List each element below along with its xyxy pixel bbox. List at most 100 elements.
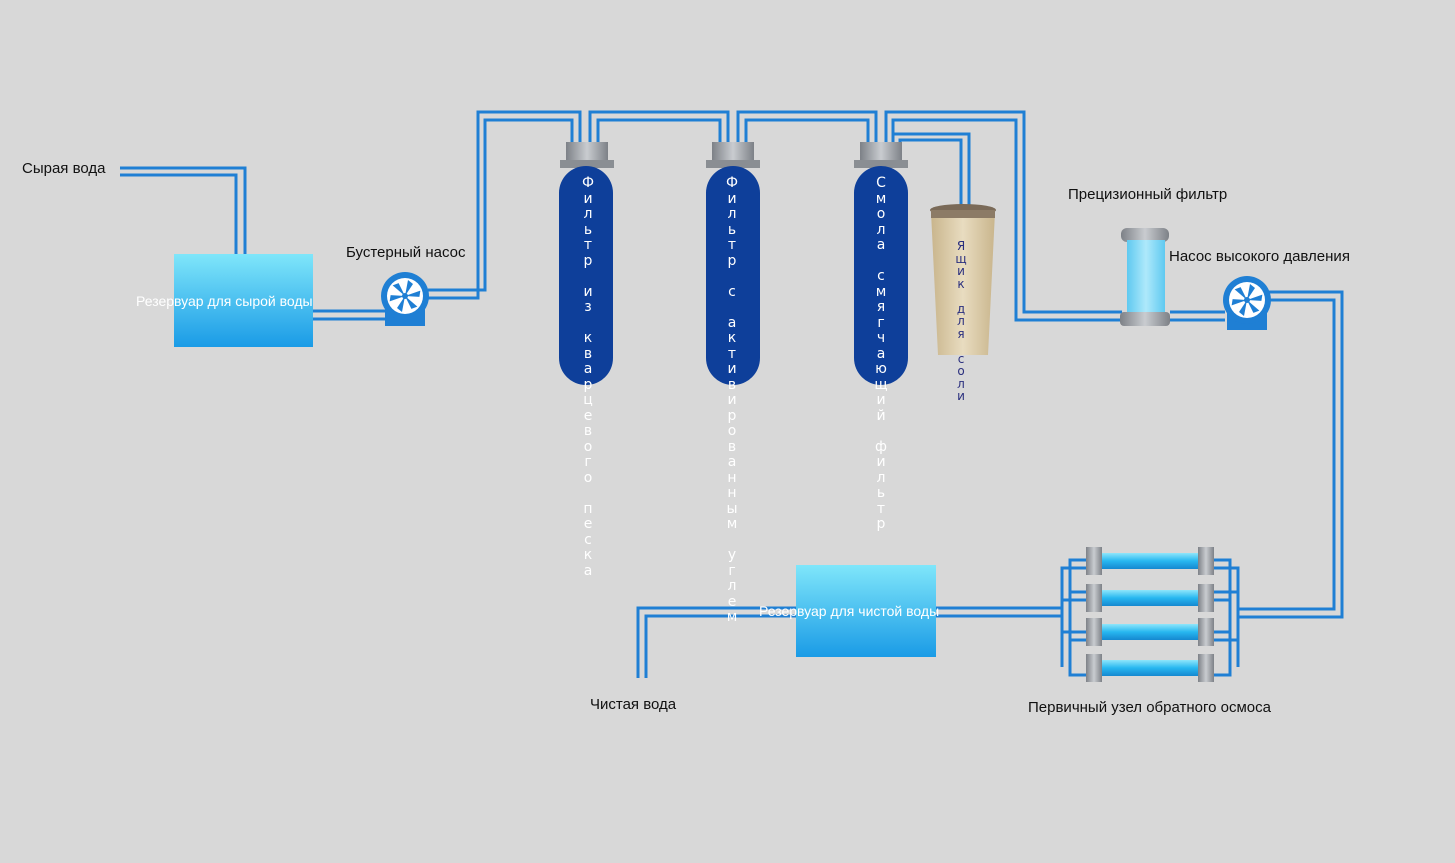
- vertical-label-char: и: [727, 392, 737, 408]
- ro-unit-label: Первичный узел обратного осмоса: [1028, 699, 1271, 716]
- vertical-label-char: м: [726, 516, 738, 532]
- vertical-label-char: в: [727, 376, 737, 393]
- vertical-label-char: Ф: [581, 175, 595, 191]
- ro-membrane-unit: [1086, 547, 1214, 682]
- vertical-label-char: л: [876, 221, 886, 238]
- vertical-label-char: о: [583, 469, 593, 486]
- vertical-label-char: ц: [583, 392, 593, 408]
- vertical-label-char: т: [727, 345, 737, 362]
- raw-tank-label: Резервуар для сырой воды: [136, 293, 313, 309]
- vertical-label-char: ф: [875, 438, 887, 455]
- vertical-label-char: а: [876, 345, 886, 362]
- vertical-label-char: л: [957, 376, 965, 391]
- vertical-label-char: с: [584, 531, 592, 548]
- booster-pump-label: Бустерный насос: [346, 244, 466, 261]
- vertical-label-char: [578, 486, 598, 502]
- vertical-label-char: [953, 340, 969, 353]
- vertical-label-char: т: [727, 237, 737, 253]
- vertical-label-char: а: [876, 237, 886, 253]
- vertical-label-char: о: [583, 438, 593, 455]
- clean-water-tank: [796, 565, 936, 657]
- vertical-label-char: [722, 269, 742, 285]
- vertical-label-char: и: [727, 361, 737, 377]
- filter-quartz-vessel: [559, 142, 614, 385]
- raw-water-label: Сырая вода: [22, 160, 106, 177]
- vertical-label-char: с: [877, 268, 885, 284]
- vertical-label-char: я: [876, 299, 886, 315]
- vertical-label-char: й: [876, 407, 886, 424]
- vertical-label-char: п: [583, 500, 593, 517]
- clean-water-label: Чистая вода: [590, 696, 677, 713]
- vertical-label-char: к: [727, 330, 737, 346]
- vertical-label-char: г: [877, 314, 885, 331]
- vertical-label-char: [871, 254, 891, 270]
- vertical-label-char: и: [876, 392, 886, 408]
- vertical-label-char: а: [583, 562, 593, 579]
- vertical-label-char: [578, 269, 598, 285]
- vertical-label-char: и: [957, 389, 965, 403]
- ro-membrane-tube: [1086, 547, 1214, 575]
- vertical-label-char: в: [727, 438, 737, 455]
- vertical-label-char: м: [875, 283, 887, 300]
- vertical-label-char: а: [727, 314, 737, 331]
- precision-filter-label: Прецизионный фильтр: [1068, 186, 1228, 203]
- vertical-label-char: и: [583, 283, 593, 300]
- vertical-label-char: а: [583, 361, 593, 377]
- vertical-label-char: т: [876, 500, 886, 517]
- ro-membrane-tube: [1086, 584, 1214, 612]
- vertical-label-char: [722, 533, 742, 549]
- salt-box: [930, 204, 996, 355]
- vertical-label-char: и: [876, 454, 886, 470]
- vertical-label-char: м: [726, 609, 738, 625]
- vertical-label-char: к: [583, 330, 593, 346]
- hp-pump-label: Насос высокого давления: [1169, 248, 1350, 265]
- booster-pump-icon: [381, 272, 429, 326]
- vertical-label-char: и: [727, 190, 737, 207]
- vertical-label-char: д: [956, 301, 966, 316]
- vertical-label-char: Ф: [725, 175, 739, 191]
- vertical-label-char: ы: [726, 500, 738, 517]
- vertical-label-char: р: [583, 252, 593, 269]
- vertical-label-char: л: [876, 469, 886, 486]
- vertical-label-char: з: [584, 299, 592, 315]
- vertical-label-char: Я: [956, 239, 966, 253]
- vertical-label-char: г: [728, 562, 736, 579]
- vertical-label-char: [578, 316, 598, 332]
- precision-filter: [1120, 228, 1170, 326]
- vertical-label-char: ь: [727, 221, 737, 238]
- vertical-label-char: [953, 290, 969, 303]
- vertical-label-char: м: [875, 190, 887, 207]
- hp-pump-icon: [1223, 276, 1271, 330]
- raw-water-tank: [174, 254, 313, 347]
- vertical-label-char: т: [583, 237, 593, 253]
- vertical-label-char: р: [727, 407, 737, 424]
- clean-tank-label: Резервуар для чистой воды: [759, 603, 940, 619]
- vertical-label-char: л: [583, 206, 593, 222]
- vertical-label-char: о: [876, 206, 886, 222]
- vertical-label-char: е: [583, 407, 593, 424]
- vertical-label-char: и: [583, 190, 593, 207]
- vertical-label-char: С: [876, 175, 886, 191]
- vertical-label-char: г: [584, 454, 592, 470]
- vertical-label-char: н: [727, 469, 737, 486]
- vertical-label-char: р: [583, 376, 593, 393]
- vertical-label-char: л: [957, 314, 965, 328]
- vertical-label-char: р: [727, 252, 737, 269]
- vertical-label-char: щ: [955, 251, 967, 266]
- vertical-label-char: к: [957, 276, 965, 291]
- vertical-label-char: ь: [876, 485, 886, 501]
- vertical-label-char: ь: [583, 221, 593, 238]
- vertical-label-char: р: [876, 516, 886, 532]
- vertical-label-char: л: [727, 206, 737, 222]
- ro-membrane-tube: [1086, 654, 1214, 682]
- vertical-label-char: в: [583, 423, 593, 439]
- vertical-label-char: [871, 424, 891, 440]
- vertical-label-char: [722, 300, 742, 316]
- filter-softener-vessel: [854, 142, 908, 385]
- vertical-label-char: у: [727, 547, 737, 563]
- vertical-label-char: с: [957, 351, 965, 366]
- vertical-label-char: н: [727, 485, 737, 501]
